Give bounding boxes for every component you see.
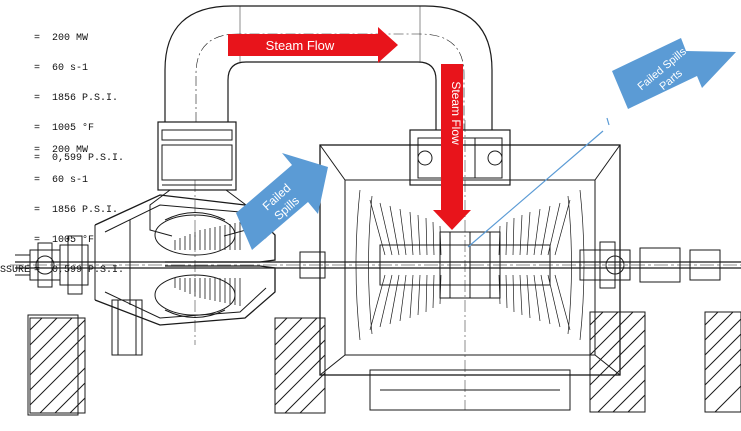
spec-row: =60 s-1	[33, 175, 89, 186]
callout-pointer-tick	[606, 117, 610, 126]
steam-flow-arrow-vertical	[433, 64, 471, 230]
spec-row: =200 MW	[33, 33, 89, 44]
spec-row: =1856 P.S.I.	[33, 205, 119, 216]
spec-row: =1005 °F	[33, 123, 95, 134]
hp-blades	[174, 222, 241, 306]
spec-row: =1856 P.S.I.	[33, 93, 119, 104]
hp-inlet-valve	[149, 121, 247, 237]
spec-row: =60 s-1	[33, 63, 89, 74]
failed-spills-callout-arrow	[236, 153, 328, 250]
steam-flow-label-horizontal: Steam Flow	[266, 38, 335, 53]
foundation-left	[29, 317, 86, 414]
foundation-far-right	[704, 311, 741, 413]
left-bearing	[15, 235, 89, 416]
lp-blades-right	[498, 189, 585, 341]
spec-row: =1005 °F	[33, 235, 95, 246]
spec-row: SSURE=0,599 P.S.I.	[0, 265, 125, 276]
spec-row: =0,599 P.S.I.	[33, 153, 125, 164]
foundation-mid	[274, 317, 326, 414]
main-shaft	[10, 261, 741, 269]
steam-flow-label-vertical: Steam Flow	[449, 81, 463, 145]
spec-table-top: =200 MW =60 s-1 =1856 P.S.I. =1005 °F =0…	[0, 14, 152, 184]
foundation-right	[589, 311, 646, 413]
spec-row: =200 MW	[33, 145, 89, 156]
steam-flow-arrow-horizontal	[228, 27, 398, 63]
callout-pointer-line	[467, 130, 604, 248]
failed-spills-parts-callout-arrow	[612, 38, 736, 109]
spec-table-bottom: =200 MW =60 s-1 =1856 P.S.I. =1005 °F SS…	[0, 126, 152, 296]
